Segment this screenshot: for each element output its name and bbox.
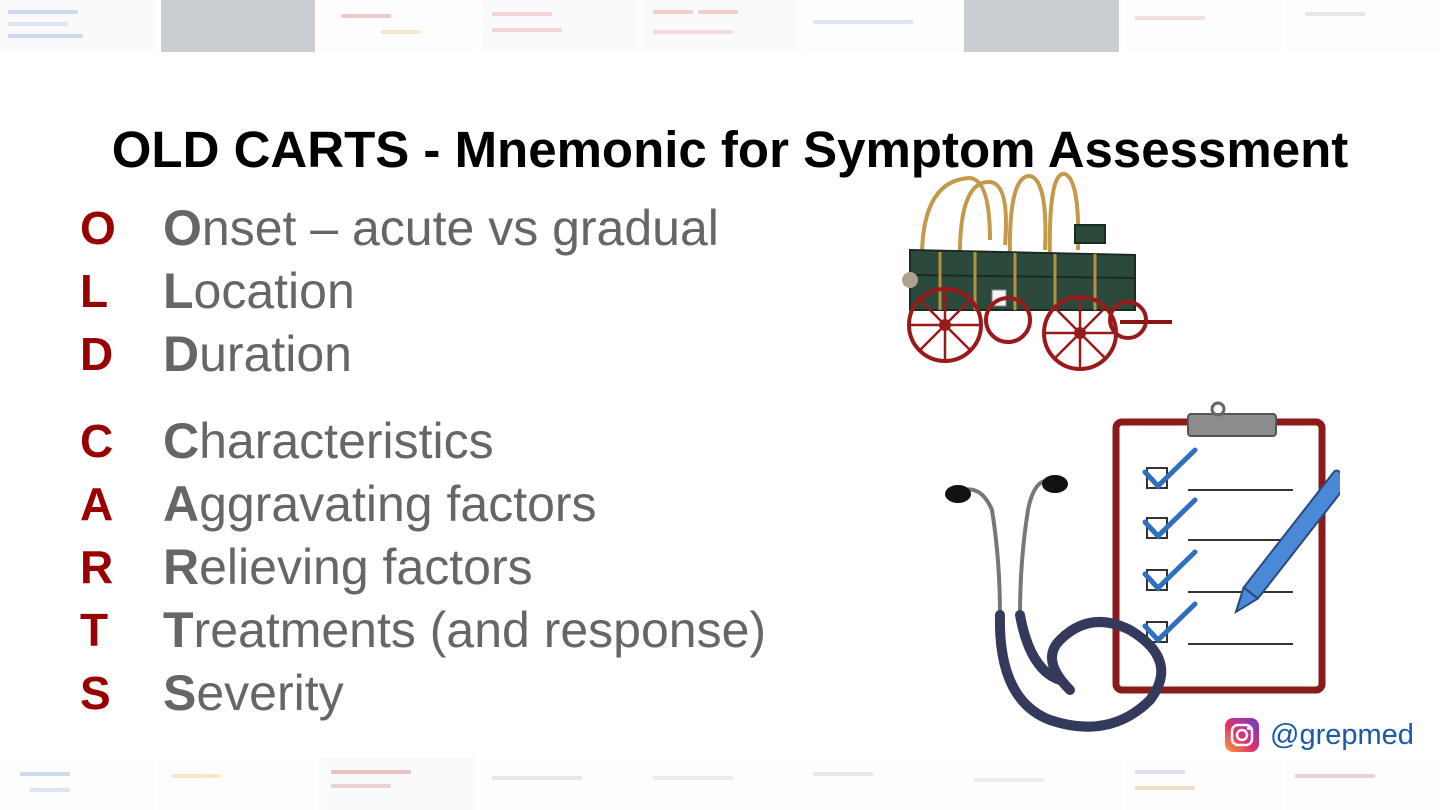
thumbnail (1285, 758, 1440, 810)
mnemonic-letter: A (80, 477, 114, 530)
mnemonic-term: Location (163, 262, 355, 320)
mnemonic-term: Severity (163, 664, 344, 722)
social-handle[interactable]: @grepmed (1224, 717, 1414, 753)
mnemonic-list: O Onset – acute vs gradual L Location D … (80, 196, 860, 724)
mnemonic-letter: T (80, 603, 109, 656)
related-thumbnails-top (0, 0, 1440, 52)
mnemonic-row-d: D Duration (80, 322, 860, 385)
thumbnail (0, 0, 155, 52)
thumbnail (160, 0, 316, 52)
term-rest: nset – acute vs gradual (201, 199, 719, 256)
mnemonic-row-r: R Relieving factors (80, 535, 860, 598)
thumbnail (321, 0, 477, 52)
term-rest: ggravating factors (199, 475, 597, 532)
term-rest: everity (196, 664, 344, 721)
term-initial: L (163, 262, 194, 319)
thumbnail (0, 758, 155, 810)
term-rest: haracteristics (199, 412, 494, 469)
term-rest: ocation (193, 262, 355, 319)
mnemonic-letter: D (80, 327, 114, 380)
term-rest: elieving factors (199, 538, 533, 595)
mnemonic-letter: C (80, 414, 114, 467)
mnemonic-term: Duration (163, 325, 352, 383)
thumbnail (482, 0, 637, 52)
term-initial: T (163, 601, 194, 658)
page-title: OLD CARTS - Mnemonic for Symptom Assessm… (111, 121, 1349, 179)
term-initial: C (163, 412, 200, 469)
mnemonic-letter: S (80, 666, 111, 719)
mnemonic-row-a: A Aggravating factors (80, 472, 860, 535)
mnemonic-term: Treatments (and response) (163, 601, 766, 659)
thumbnail (1124, 0, 1280, 52)
mnemonic-letter: O (80, 201, 116, 254)
term-rest: reatments (and response) (193, 601, 767, 658)
related-thumbnails-bottom (0, 758, 1440, 810)
thumbnail (964, 0, 1119, 52)
mnemonic-term: Onset – acute vs gradual (163, 199, 719, 257)
clipboard-stethoscope-illustration (945, 401, 1340, 732)
thumbnail (482, 758, 637, 810)
term-rest: uration (199, 325, 352, 382)
mnemonic-term: Aggravating factors (163, 475, 597, 533)
term-initial: D (163, 325, 200, 382)
thumbnail (964, 758, 1119, 810)
thumbnail (803, 0, 959, 52)
thumbnail (642, 0, 798, 52)
thumbnail (1124, 758, 1280, 810)
mnemonic-term: Relieving factors (163, 538, 533, 596)
thumbnail (803, 758, 959, 810)
thumbnail (642, 758, 798, 810)
mnemonic-term: Characteristics (163, 412, 494, 470)
term-initial: S (163, 664, 197, 721)
term-initial: A (163, 475, 200, 532)
covered-wagon-illustration (902, 171, 1172, 371)
thumbnail (160, 758, 316, 810)
mnemonic-row-s: S Severity (80, 661, 860, 724)
term-initial: R (163, 538, 200, 595)
term-initial: O (163, 199, 202, 256)
thumbnail (321, 758, 477, 810)
mnemonic-row-l: L Location (80, 259, 860, 322)
mnemonic-row-t: T Treatments (and response) (80, 598, 860, 661)
social-handle-text: @grepmed (1270, 718, 1414, 751)
thumbnail (1285, 0, 1440, 52)
instagram-icon (1225, 718, 1259, 752)
mnemonic-letter: R (80, 540, 114, 593)
mnemonic-row-o: O Onset – acute vs gradual (80, 196, 860, 259)
mnemonic-letter: L (80, 264, 109, 317)
mnemonic-row-c: C Characteristics (80, 409, 860, 472)
